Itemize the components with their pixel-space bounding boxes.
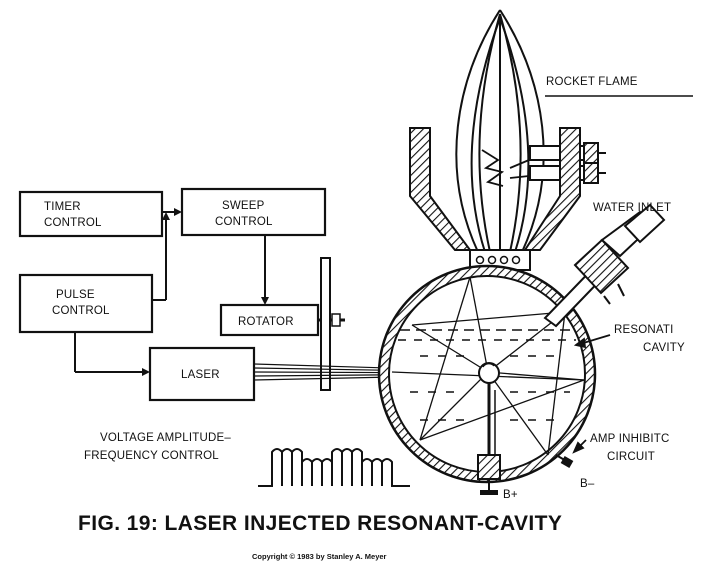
resonant-cavity-label-line1: RESONATI (614, 324, 674, 336)
rotator-shaft (318, 257, 345, 391)
timer-control-label-line2: CONTROL (44, 217, 102, 229)
timer-control-box: TIMER CONTROL (18, 190, 164, 238)
connection-lines (74, 208, 269, 376)
water-inlet-label: WATER INLET (593, 202, 671, 214)
pulse-control-box: PULSE CONTROL (18, 273, 154, 334)
pulse-control-label-line1: PULSE (56, 289, 95, 301)
resonant-cavity-sphere (377, 264, 597, 495)
voltage-control-label-line1: VOLTAGE AMPLITUDE– (100, 432, 231, 444)
rocket-flame-plume (455, 9, 545, 253)
rotator-label: ROTATOR (238, 316, 294, 328)
voltage-pulse-waveform (258, 448, 410, 487)
water-inlet-assembly (543, 203, 666, 328)
copyright-notice: Copyright © 1983 by Stanley A. Meyer (252, 552, 387, 561)
amp-inhibitor-label-line2: CIRCUIT (607, 451, 655, 463)
b-minus-label: B– (580, 478, 595, 490)
figure-caption: FIG. 19: LASER INJECTED RESONANT-CAVITY (78, 512, 562, 535)
timer-control-label-line1: TIMER (44, 201, 81, 213)
laser-label: LASER (181, 369, 220, 381)
pulse-control-label-line2: CONTROL (52, 305, 110, 317)
b-plus-label: B+ (503, 489, 518, 501)
label-leader-lines (545, 95, 693, 454)
amp-inhibitor-label-line1: AMP INHIBITC (590, 433, 670, 445)
rotator-box: ROTATOR (219, 303, 320, 337)
sweep-control-label-line1: SWEEP (222, 200, 265, 212)
rocket-flame-label: ROCKET FLAME (546, 76, 638, 88)
voltage-control-label-line2: FREQUENCY CONTROL (84, 450, 219, 462)
laser-box: LASER (148, 346, 256, 402)
resonant-cavity-label-line2: CAVITY (643, 342, 685, 354)
sweep-control-label-line2: CONTROL (215, 216, 273, 228)
sweep-control-box: SWEEP CONTROL (180, 187, 327, 237)
